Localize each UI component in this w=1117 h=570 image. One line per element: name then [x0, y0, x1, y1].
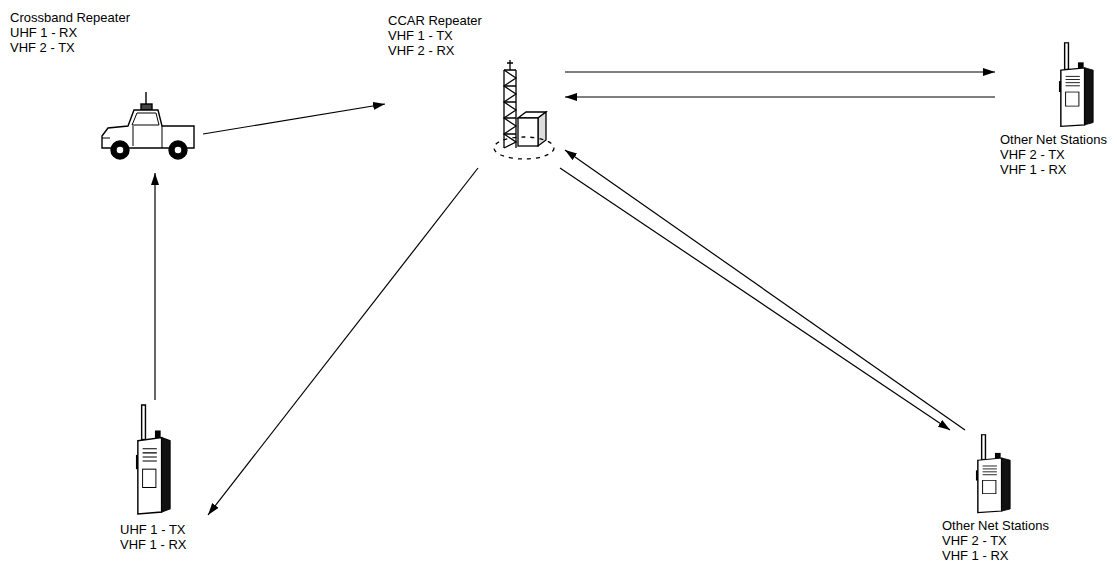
- device-label: Other Net StationsVHF 2 - TXVHF 1 - RX: [1000, 132, 1107, 177]
- device-name: Other Net Stations: [942, 518, 1049, 533]
- device-node: Crossband RepeaterUHF 1 - RXVHF 2 - TX: [8, 8, 203, 173]
- device-frequency: VHF 1 - RX: [120, 537, 186, 552]
- device-frequency: UHF 1 - RX: [10, 25, 130, 40]
- device-frequency: VHF 1 - TX: [388, 28, 482, 43]
- device-name: Crossband Repeater: [10, 10, 130, 25]
- device-node: Other Net StationsVHF 2 - TXVHF 1 - RX: [940, 430, 1062, 566]
- device-frequency: VHF 1 - RX: [1000, 162, 1107, 177]
- device-label: CCAR RepeaterVHF 1 - TXVHF 2 - RX: [388, 13, 482, 58]
- device-label: Other Net StationsVHF 2 - TXVHF 1 - RX: [942, 518, 1049, 563]
- device-node: Other Net StationsVHF 2 - TXVHF 1 - RX: [995, 38, 1112, 182]
- device-frequency: VHF 2 - TX: [942, 533, 1049, 548]
- device-frequency: VHF 2 - RX: [388, 43, 482, 58]
- signal-arrow: [208, 168, 478, 515]
- repeater-tower-icon: [494, 60, 554, 159]
- handheld-radio-icon: [1059, 43, 1093, 127]
- handheld-radio-icon: [976, 435, 1010, 513]
- handheld-radio-icon: [136, 405, 170, 514]
- signal-arrow: [565, 150, 965, 430]
- device-name: CCAR Repeater: [388, 13, 482, 28]
- device-name: Other Net Stations: [1000, 132, 1107, 147]
- device-frequency: VHF 2 - TX: [1000, 147, 1107, 162]
- signal-arrow: [565, 71, 995, 72]
- device-name: UHF 1 - TX: [120, 522, 186, 537]
- device-frequency: VHF 1 - RX: [942, 548, 1049, 563]
- signal-arrow: [154, 173, 155, 400]
- pickup-truck-icon: [102, 92, 194, 159]
- device-label: UHF 1 - TXVHF 1 - RX: [120, 522, 186, 552]
- device-label: Crossband RepeaterUHF 1 - RXVHF 2 - TX: [10, 10, 130, 55]
- signal-arrow: [560, 168, 950, 430]
- device-node: CCAR RepeaterVHF 1 - TXVHF 2 - RX: [385, 10, 565, 168]
- signal-arrow: [203, 104, 385, 134]
- device-frequency: VHF 2 - TX: [10, 40, 130, 55]
- signal-arrow: [565, 96, 995, 97]
- device-node: UHF 1 - TXVHF 1 - RX: [118, 400, 208, 558]
